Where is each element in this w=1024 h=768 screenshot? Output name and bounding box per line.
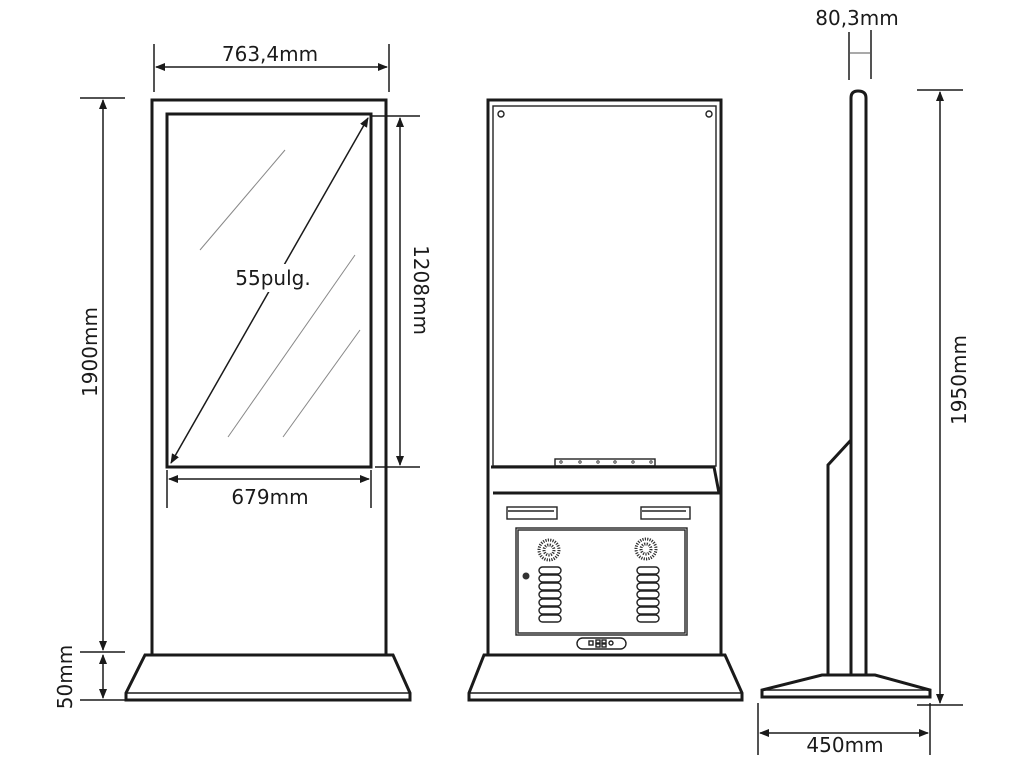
vent-right: [636, 566, 660, 623]
front-view: 55pulg. 763,4mm 1900mm 50mm 1208mm 679mm: [53, 42, 433, 709]
front-screen: [165, 112, 373, 469]
handle: [506, 506, 558, 520]
lock-icon: [522, 572, 530, 580]
speaker-icon: [537, 538, 561, 562]
height-label: 1900mm: [78, 307, 102, 397]
screw-icon: [705, 110, 713, 118]
width-label: 763,4mm: [222, 42, 318, 66]
access-panel: [515, 527, 688, 636]
depth-label: 80,3mm: [815, 6, 899, 30]
screen-width-label: 679mm: [231, 485, 308, 509]
side-pole: [849, 89, 868, 675]
io-ports: [576, 637, 627, 650]
total-height-label: 1950mm: [947, 335, 971, 425]
screen-height-label: 1208mm: [409, 245, 433, 335]
speaker-icon: [634, 537, 658, 561]
side-view: 80,3mm 1950mm 450mm: [757, 6, 971, 757]
side-base: [760, 673, 932, 699]
back-view: [467, 98, 744, 702]
handle: [640, 506, 691, 520]
vent-left: [538, 566, 562, 623]
screw-icon: [497, 110, 505, 118]
screen-glare: [199, 149, 361, 438]
base-height-label: 50mm: [53, 645, 77, 709]
base-depth-label: 450mm: [806, 733, 883, 757]
mount-bracket: [554, 458, 656, 467]
diagonal-label: 55pulg.: [235, 266, 310, 290]
